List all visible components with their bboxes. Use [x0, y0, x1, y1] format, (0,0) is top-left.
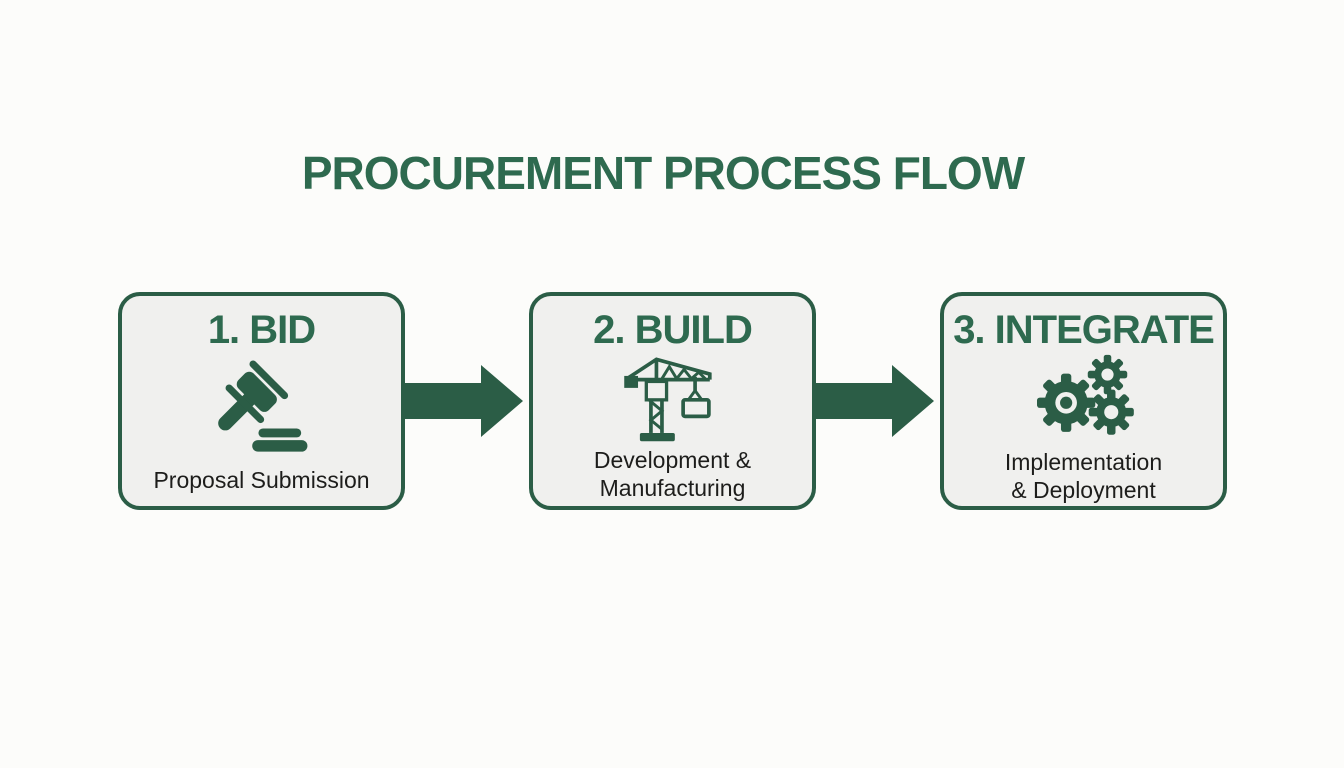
caption-line: Development & [593, 447, 752, 473]
flow-arrow-icon [816, 361, 940, 441]
caption-line: Proposal Submission [153, 466, 370, 493]
step-caption-bid: Proposal Submission [153, 466, 369, 494]
step-caption-integrate: Implementation & Deployment [1005, 448, 1162, 504]
step-heading-integrate: 3. INTEGRATE [953, 308, 1215, 352]
caption-line: & Deployment [1011, 477, 1156, 504]
step-box-bid: 1. BID Proposal Submission [118, 292, 405, 510]
gears-icon [1028, 352, 1140, 446]
process-flow: 1. BID Proposal Submission [118, 292, 1227, 510]
gavel-icon [203, 352, 321, 464]
step-caption-build: Development & Manufacturing [594, 446, 751, 502]
crane-icon [612, 352, 734, 444]
step-box-build: 2. BUILD [529, 292, 816, 510]
caption-line: Implementation [1004, 449, 1163, 475]
page-title: PROCUREMENT PROCESS FLOW [301, 147, 1025, 199]
step-heading-bid: 1. BID [207, 308, 316, 352]
step-heading-build: 2. BUILD [593, 308, 753, 352]
flow-arrow-icon [405, 361, 529, 441]
step-box-integrate: 3. INTEGRATE [940, 292, 1227, 510]
caption-line: Manufacturing [599, 475, 746, 502]
